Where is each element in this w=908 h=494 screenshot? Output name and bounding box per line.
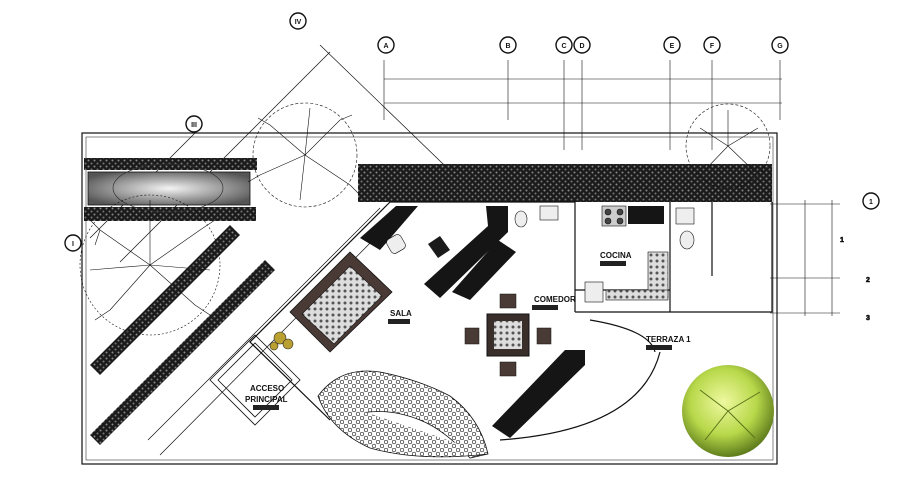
svg-text:E: E — [670, 43, 675, 50]
tree-top-center-icon — [247, 102, 361, 208]
bath-fixtures — [514, 205, 695, 250]
hedge-diagonal-left — [90, 225, 275, 445]
lot-boundary — [81, 132, 778, 465]
axis-bubble-iii: III — [191, 122, 197, 129]
dim-right-1: 1 — [840, 237, 844, 244]
svg-text:ACCESO: ACCESO — [250, 384, 284, 393]
svg-text:B: B — [505, 43, 510, 50]
label-acceso: ACCESO PRINCIPAL — [245, 384, 288, 410]
potted-plant-icon — [269, 331, 294, 351]
armchair-icon — [386, 234, 450, 258]
label-sala: SALA — [388, 309, 412, 324]
right-dimension-lines: 1 2 3 — [770, 200, 870, 322]
hedge-mid-left — [84, 207, 256, 221]
entry-arc — [317, 395, 489, 458]
room-labels: SALA COMEDOR COCINA TERRAZA 1 ACCESO PRI… — [245, 251, 691, 410]
axis-bubble-i: I — [72, 241, 74, 248]
interior-walls — [360, 206, 664, 438]
hedge-top — [358, 164, 772, 202]
pool — [87, 163, 251, 213]
dim-right-2: 2 — [866, 277, 870, 284]
axis-bubble-e: E — [663, 36, 681, 54]
dining-table — [464, 293, 552, 377]
svg-text:PRINCIPAL: PRINCIPAL — [245, 395, 288, 404]
label-comedor: COMEDOR — [532, 295, 576, 310]
sofa — [289, 251, 393, 353]
entrance-steps — [209, 334, 301, 426]
axis-bubble-c: C — [555, 36, 573, 54]
axis-bubble-f: F — [703, 36, 721, 54]
grid-axis-right: 1 — [862, 192, 880, 210]
axis-bubble-b: B — [499, 36, 517, 54]
tree-colored-icon — [682, 365, 774, 457]
tree-left-icon — [79, 194, 221, 336]
grid-axis-top: A B C D E F G — [377, 36, 789, 54]
label-terraza: TERRAZA 1 — [646, 335, 691, 350]
axis-bubble-g: G — [771, 36, 789, 54]
svg-text:COCINA: COCINA — [600, 251, 632, 260]
grid-axis-diagonal: IV III I — [64, 12, 307, 252]
svg-text:COMEDOR: COMEDOR — [534, 295, 576, 304]
svg-text:D: D — [579, 43, 584, 50]
svg-text:A: A — [383, 43, 388, 50]
kitchen-fixtures — [584, 205, 669, 303]
top-dimension-lines — [383, 60, 782, 150]
axis-bubble-a: A — [377, 36, 395, 54]
svg-text:C: C — [561, 43, 566, 50]
axis-bubble-d: D — [573, 36, 591, 54]
label-cocina: COCINA — [600, 251, 632, 266]
axis-bubble-1: 1 — [869, 199, 873, 206]
axis-bubble-iv: IV — [295, 19, 302, 26]
svg-text:SALA: SALA — [390, 309, 412, 318]
svg-text:TERRAZA 1: TERRAZA 1 — [646, 335, 691, 344]
svg-text:G: G — [777, 43, 783, 50]
tree-top-right-icon — [685, 103, 771, 189]
gravel-arc — [317, 370, 489, 459]
dim-right-3: 3 — [866, 315, 870, 322]
svg-text:F: F — [710, 43, 715, 50]
